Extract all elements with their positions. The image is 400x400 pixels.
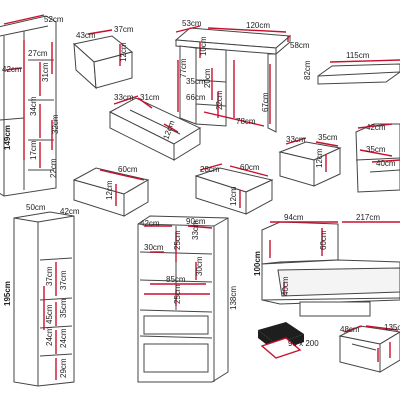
wardrobe-shelf-f-label: 22cm (49, 158, 58, 178)
wardrobe-width-label: 52cm (44, 15, 64, 24)
desk-gap-d-label: 20cm (203, 68, 212, 88)
mid-drawer-a-label: 33cm (286, 135, 306, 144)
bed-head-label: 60cm (319, 230, 328, 250)
desk-depth-label: 58cm (290, 41, 310, 50)
open-drawer-b-height-label: 12cm (229, 186, 238, 206)
desk-width-label: 120cm (246, 21, 270, 30)
mid-drawer: 33cm 35cm 12cm (278, 133, 342, 187)
desk-gap-f-label: 22cm (215, 90, 224, 110)
bed: 94cm 217cm 60cm 100cm 40cm (253, 213, 400, 317)
bed-mattress (277, 267, 400, 297)
wardrobe: 52cm 27cm 42cm 149cm 31cm 34cm 32cm 17cm… (0, 14, 64, 197)
desk: 53cm 120cm 58cm 82cm 10cm 77cm 35cm 20cm… (174, 19, 312, 133)
small-drawer: 37cm 43cm 12cm (72, 25, 134, 90)
open-drawer-b-depth-label: 60cm (240, 163, 260, 172)
tall-shelf-width-label: 50cm (26, 203, 46, 212)
wardrobe-shelf-b-label: 31cm (41, 62, 50, 82)
mid-drawer-c-label: 12cm (315, 148, 324, 168)
tall-shelf-f-label: 29cm (59, 358, 68, 378)
open-drawer-a: 60cm 12cm (72, 165, 150, 217)
tall-shelf-height-label: 195cm (3, 281, 12, 306)
wardrobe-shelf-e-label: 17cm (29, 140, 38, 160)
cabinet-depth-label: 40cm (376, 159, 396, 168)
tall-shelf-a-label: 37cm (45, 266, 54, 286)
desk-gap-e-label: 66cm (186, 93, 206, 102)
tall-shelf-depth-label: 42cm (60, 207, 80, 216)
tall-shelf-e-label: 24cm (59, 328, 68, 348)
wardrobe-shelf-a-label: 42cm (2, 65, 22, 74)
mattress-icon: 90 x 200 (258, 322, 319, 359)
bookcase-drawer-2[interactable] (143, 343, 209, 373)
wardrobe-depth-label: 27cm (28, 49, 48, 58)
open-drawer-a-width-label: 60cm (118, 165, 138, 174)
cabinet-top: 42cm 35cm 40cm (355, 123, 400, 193)
mattress-dark-top (258, 322, 304, 344)
tall-shelf-c-label: 35cm (59, 298, 68, 318)
bed-drawer-a-label: 48cm (340, 325, 360, 334)
bed-side-label: 40cm (281, 276, 290, 296)
desk-gap-c-label: 35cm (186, 77, 206, 86)
bookcase: 42cm 90cm 33cm 138cm 25cm 30cm 85cm 30cm… (137, 215, 238, 383)
wardrobe-shelf-c-label: 34cm (29, 96, 38, 116)
tall-shelf-g-label: 45cm (45, 304, 54, 324)
bed-back-width-label: 94cm (284, 213, 304, 222)
bed-length-label: 217cm (356, 213, 380, 222)
tall-shelf: 50cm 42cm 195cm 37cm 37cm 35cm 24cm 24cm… (3, 203, 80, 387)
desk-top-width-label: 53cm (182, 19, 202, 28)
cabinet-body (355, 123, 400, 193)
wardrobe-body (0, 15, 57, 197)
small-drawer-width-label: 37cm (114, 25, 134, 34)
bookcase-width-label: 90cm (186, 217, 206, 226)
tall-shelf-d-label: 24cm (45, 326, 54, 346)
open-drawer-b: 28cm 60cm 12cm (194, 163, 274, 215)
bookcase-d-label: 30cm (195, 256, 204, 276)
drawer-unit-b-label: 31cm (140, 93, 160, 102)
bookcase-b-label: 30cm (144, 243, 164, 252)
bookcase-height-label: 138cm (229, 286, 238, 310)
bed-drawer-b-label: 135cm (384, 323, 400, 332)
wardrobe-height-label: 149cm (3, 125, 12, 150)
drawer-unit-a-label: 33cm (114, 93, 134, 102)
desk-gap-b-label: 77cm (179, 58, 188, 78)
small-drawer-depth-label: 43cm (76, 31, 96, 40)
desk-gap-a-label: 10cm (199, 36, 208, 56)
small-drawer-height-label: 12cm (119, 42, 128, 62)
wall-shelf: 115cm (317, 51, 400, 85)
wall-shelf-width-label: 115cm (346, 51, 370, 60)
bed-height-label: 100cm (253, 251, 262, 276)
tall-shelf-b-label: 37cm (59, 270, 68, 290)
bed-drawer-open: 48cm 135cm (338, 323, 400, 373)
wardrobe-shelf-d-label: 32cm (51, 114, 60, 134)
open-drawer-b-width-label: 28cm (200, 165, 220, 174)
bookcase-body (137, 215, 229, 383)
bed-drawer[interactable] (299, 301, 371, 317)
desk-height-label: 82cm (303, 60, 312, 80)
cabinet-width-label: 42cm (366, 123, 386, 132)
mid-drawer-b-label: 35cm (318, 133, 338, 142)
bookcase-drawer-1[interactable] (143, 315, 209, 335)
desk-leg-label: 78cm (236, 117, 256, 126)
bookcase-a-label: 25cm (173, 230, 182, 250)
open-drawer-a-depth-label: 12cm (105, 180, 114, 200)
bookcase-c-label: 85cm (166, 275, 186, 284)
desk-gap-g-label: 67cm (261, 92, 270, 112)
bookcase-side-label: 33cm (191, 220, 200, 240)
bookcase-depth-label: 42cm (140, 219, 160, 228)
mattress-size-label: 90 x 200 (288, 339, 319, 348)
bookcase-e-label: 25cm (173, 284, 182, 304)
cabinet-height-label: 35cm (366, 145, 386, 154)
drawer-unit: 33cm 31cm 12cm (108, 93, 202, 161)
